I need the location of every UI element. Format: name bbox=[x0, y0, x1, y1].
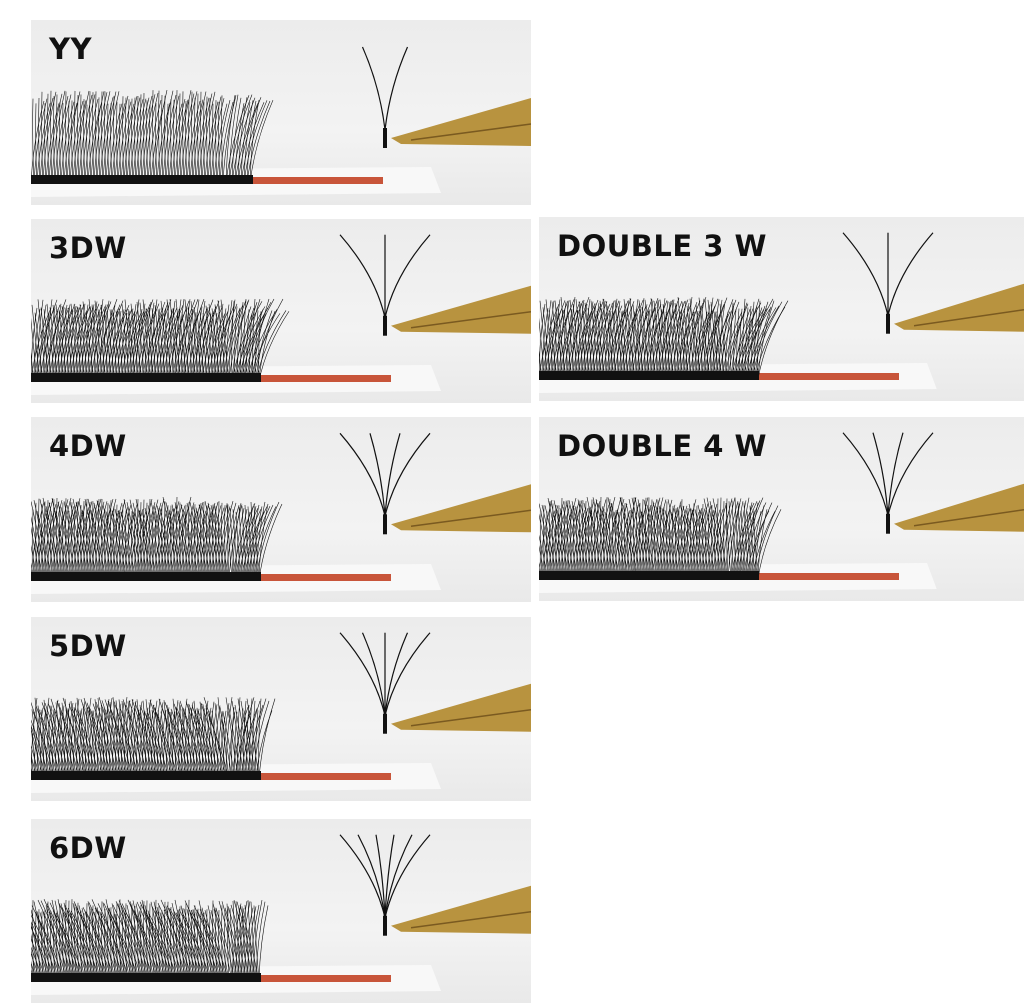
single-fan-lash bbox=[339, 834, 431, 936]
single-fan-lash bbox=[361, 46, 409, 148]
tweezers bbox=[391, 285, 531, 334]
lash-illustration bbox=[31, 834, 531, 995]
lash-illustration bbox=[31, 46, 531, 197]
lash-illustration bbox=[539, 232, 1024, 393]
tweezer-edge bbox=[410, 310, 531, 329]
tweezers bbox=[391, 484, 531, 533]
lash-band bbox=[539, 371, 759, 380]
lash-band bbox=[31, 373, 261, 382]
lash-illustration bbox=[539, 432, 1024, 593]
tweezers bbox=[391, 98, 531, 146]
panel-label: 5DW bbox=[49, 629, 127, 663]
single-fan-lash bbox=[339, 432, 431, 535]
single-fan-lash bbox=[339, 632, 431, 734]
lash-tray bbox=[31, 899, 269, 982]
lash-illustration bbox=[31, 234, 531, 395]
tweezer-edge bbox=[410, 509, 531, 528]
lash-band bbox=[31, 771, 261, 780]
lash-band bbox=[31, 973, 261, 982]
panel-label: DOUBLE 3 W bbox=[557, 229, 768, 263]
single-fan-lash bbox=[842, 232, 934, 334]
panel-label: DOUBLE 4 W bbox=[557, 429, 768, 463]
lash-band bbox=[539, 571, 759, 580]
lash-strip-tape bbox=[251, 375, 391, 382]
lash-strip-tape bbox=[749, 573, 899, 580]
tweezer-edge bbox=[913, 308, 1024, 327]
tweezers bbox=[894, 283, 1024, 332]
panel-3dw: 3DW bbox=[31, 219, 531, 403]
panel-4dw: 4DW bbox=[31, 417, 531, 602]
panel-6dw: 6DW bbox=[31, 819, 531, 1003]
panel-double-3w: DOUBLE 3 W bbox=[539, 217, 1024, 401]
panel-label: 6DW bbox=[49, 831, 127, 865]
lash-illustration bbox=[31, 632, 531, 793]
tweezer-edge bbox=[410, 123, 531, 141]
tweezer-edge bbox=[410, 708, 531, 727]
lash-strip-tape bbox=[251, 773, 391, 780]
lash-band bbox=[31, 175, 253, 184]
lash-strip-tape bbox=[749, 373, 899, 380]
single-fan-lash bbox=[842, 432, 934, 534]
single-fan-lash bbox=[339, 234, 431, 336]
panel-label: YY bbox=[49, 32, 92, 66]
panel-double-4w: DOUBLE 4 W bbox=[539, 417, 1024, 601]
lash-strip-tape bbox=[243, 177, 383, 184]
panel-5dw: 5DW bbox=[31, 617, 531, 801]
panel-yy: YY bbox=[31, 20, 531, 205]
tweezers bbox=[894, 483, 1024, 532]
tweezers bbox=[391, 885, 531, 934]
panel-label: 3DW bbox=[49, 231, 127, 265]
lash-band bbox=[31, 572, 261, 581]
tweezer-edge bbox=[913, 508, 1024, 527]
tweezer-edge bbox=[410, 910, 531, 929]
tweezers bbox=[391, 683, 531, 732]
lash-strip-tape bbox=[251, 975, 391, 982]
lash-illustration bbox=[31, 432, 531, 594]
panel-label: 4DW bbox=[49, 429, 127, 463]
lash-strip-tape bbox=[251, 574, 391, 581]
